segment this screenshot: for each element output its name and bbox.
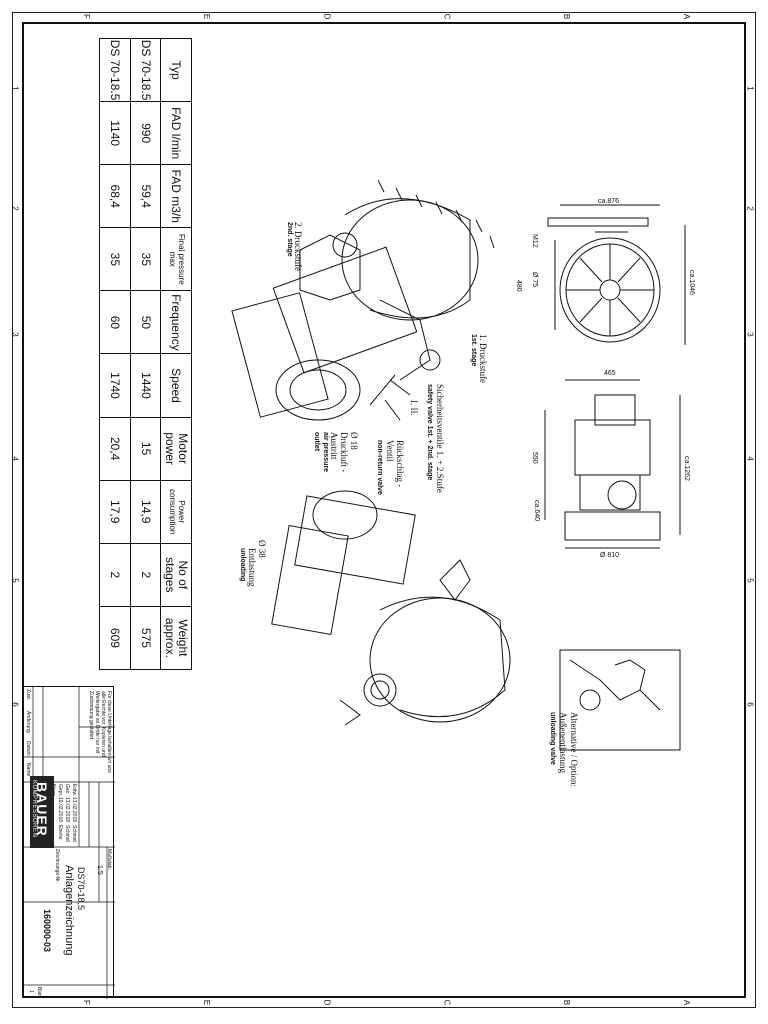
- tb-row-gez: Gez.: [64, 784, 70, 795]
- label-stage2-en: 2nd. stage: [286, 222, 293, 257]
- option-detail-view: [559, 649, 681, 751]
- tb-note-1: Für diese Unterlage behalten wir uns: [106, 691, 112, 773]
- label-stage1-en: 1st. stage: [470, 334, 477, 367]
- label-stage2-de: 2. Druckstufe: [293, 222, 303, 271]
- dim-640: ca.640: [533, 500, 540, 522]
- airflow-arrows: [377, 179, 495, 249]
- tb-name-2: Schmid: [64, 825, 70, 842]
- dim-m12: M12: [531, 234, 538, 248]
- tb-sheet-label: Blatt: [36, 987, 42, 998]
- label-unload-dia: Ø 38: [257, 540, 267, 558]
- dim-465: 465: [604, 370, 616, 377]
- tb-note-3: Weitergabe an Dritte nur mit: [94, 691, 100, 754]
- label-alt-de: Alternative / Option:: [569, 712, 579, 787]
- label-nonreturn-de: Rückschlag -: [395, 440, 405, 488]
- label-outlet-dia: Ø 18: [349, 432, 359, 450]
- tb-title: Anlagenzeichnung: [63, 865, 75, 956]
- label-roman: I. II.: [409, 400, 419, 416]
- tb-note-4: Zustimmung gestattet.: [88, 691, 94, 741]
- title-block-grid: [23, 687, 115, 999]
- title-block: Für diese Unterlage behalten wir uns all…: [22, 686, 115, 999]
- outer-frame: [12, 12, 756, 1008]
- label-outlet-en: air pressure: [322, 432, 329, 473]
- label-stage1-de: 1. Druckstufe: [478, 334, 488, 383]
- label-unload-de: Entlastung: [247, 548, 257, 587]
- tb-row-entw: Entw.: [71, 784, 77, 797]
- tb-scale: 1:5: [96, 865, 103, 875]
- tb-drawing-no: 160000-03: [42, 909, 52, 953]
- dim-1046: ca.1046: [688, 270, 695, 295]
- label-safety-en: safety valve 1st. + 2nd. stage: [426, 384, 433, 481]
- dim-d75: Ø 75: [531, 272, 538, 288]
- label-outlet-de: Druckluft -: [339, 432, 349, 473]
- label-unload-en: unloading: [239, 548, 246, 582]
- tb-model: DS70-18,5: [76, 867, 86, 911]
- bauer-logo-subtext: KOMPRESSOREN: [31, 780, 37, 838]
- dim-1262: ca.1262: [683, 456, 690, 481]
- dim-550: 550: [531, 452, 538, 464]
- tb-row-gepr: Gepr.: [57, 784, 63, 797]
- tb-date-3: 19.02.2018: [57, 797, 63, 823]
- label-outlet-en2: outlet: [313, 432, 320, 452]
- label-safety-de: Sicherheitsventile 1. + 2.Stufe: [435, 384, 445, 493]
- compressor-iso-view-top: [231, 198, 479, 421]
- inner-frame: [22, 22, 746, 998]
- tb-sheet: 1: [28, 990, 34, 993]
- tb-rev-name: Name: [25, 763, 31, 777]
- compressor-iso-view-bottom: [271, 490, 511, 726]
- label-outlet-de2: Austritt: [329, 432, 339, 460]
- side-view-fan: [547, 204, 686, 345]
- tb-rev-date: Datum: [25, 741, 31, 756]
- front-view-machine: [544, 379, 681, 549]
- tb-scale-label: Maßstab:: [106, 849, 112, 870]
- dim-810: Ø 810: [600, 552, 620, 559]
- tb-name-3: Eberle: [57, 825, 63, 840]
- tb-date-2: 13.02.2018: [64, 797, 70, 823]
- dim-876: ca.876: [598, 198, 620, 205]
- bauer-logo: BAUER KOMPRESSOREN: [30, 776, 54, 848]
- tb-note-2: alle Rechte vor. Kopieren und: [100, 691, 106, 757]
- tb-name-1: Schmid: [71, 825, 77, 842]
- label-nonreturn-en: non-return valve: [376, 440, 383, 495]
- tb-rev-change: Änderung: [25, 711, 31, 733]
- dim-480: 480: [515, 280, 522, 292]
- label-nonreturn-de2: Ventil: [385, 440, 395, 462]
- tb-date-1: 13.02.2018: [71, 797, 77, 823]
- tb-drawing-no-label: Zeichnungs-Nr.: [54, 849, 60, 883]
- label-alt-en: unloading valve: [549, 712, 556, 765]
- label-alt-de2: Außenentlastung: [558, 712, 568, 773]
- tb-rev-label: Zust.: [25, 689, 31, 701]
